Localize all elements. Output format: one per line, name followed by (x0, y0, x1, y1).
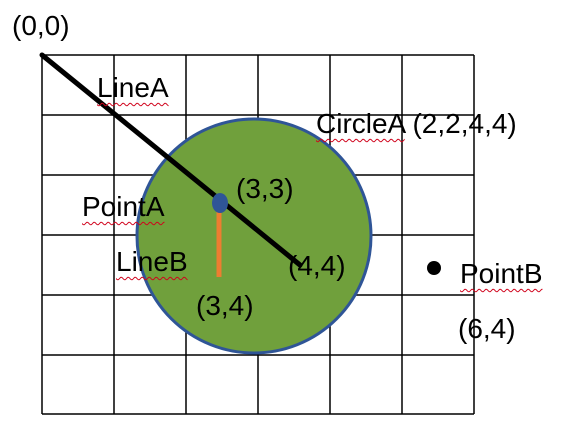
point-a-coord-label: (3,3) (236, 173, 294, 204)
point-a-label: PointA (82, 191, 165, 222)
line-a (39, 52, 303, 268)
point-a (212, 193, 228, 213)
circle-a-params: (2,2,4,4) (412, 108, 517, 139)
point-b-label: PointB (460, 258, 543, 289)
circle-a-label: CircleA (2,2,4,4) (316, 110, 517, 138)
point-b-coord-label: (6,4) (458, 313, 516, 344)
point-b (427, 261, 441, 275)
line-a-end-label: (4,4) (288, 250, 346, 281)
line-b-end-label: (3,4) (196, 290, 254, 321)
circle-a-name: CircleA (316, 108, 405, 139)
origin-label: (0,0) (12, 10, 70, 41)
line-b-label: LineB (116, 246, 188, 277)
circle-a (135, 117, 373, 355)
line-a-label: LineA (97, 72, 169, 103)
